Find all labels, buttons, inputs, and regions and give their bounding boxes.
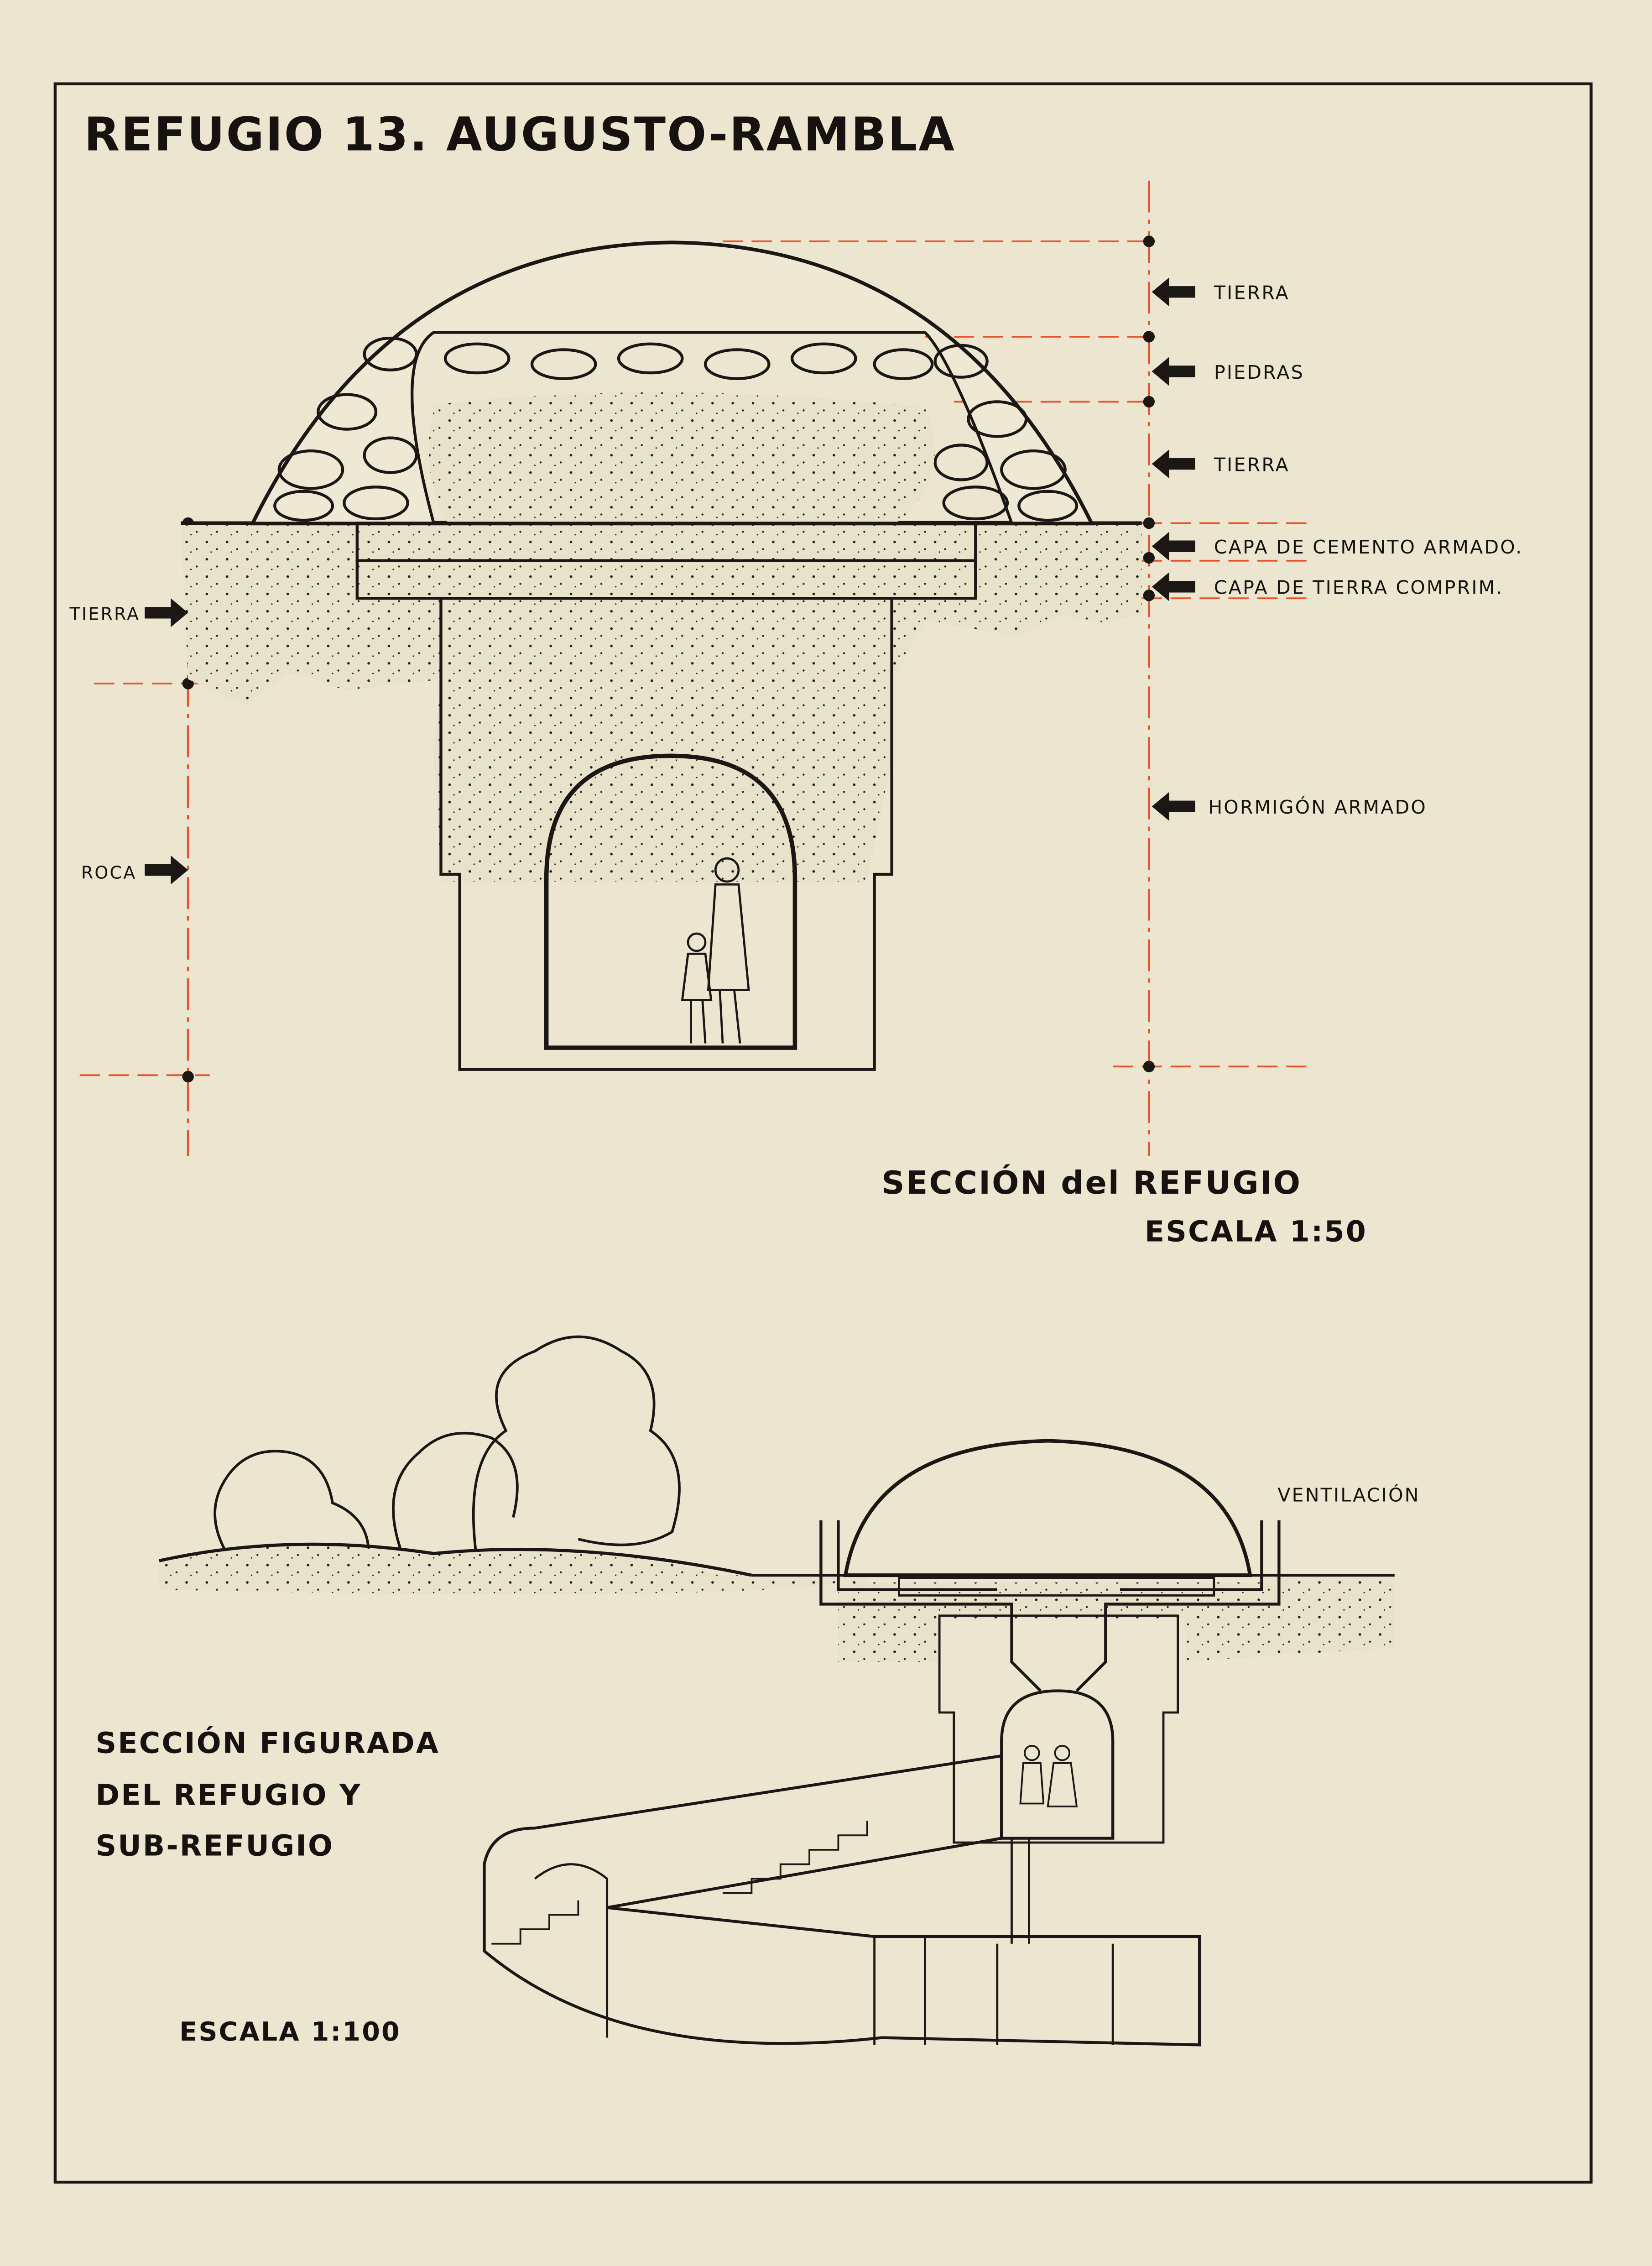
drawing-title: REFUGIO 13. AUGUSTO-RAMBLA — [84, 107, 956, 161]
figurative-caption-line-2: DEL REFUGIO Y — [96, 1778, 362, 1812]
human-figures-icon — [681, 857, 750, 1044]
stone-layer — [250, 241, 1094, 525]
ventilation-label: VENTILACIÓN — [1277, 1484, 1420, 1506]
small-dome — [843, 1439, 1252, 1577]
label-piedras: PIEDRAS — [1214, 361, 1304, 383]
arrow-right-icons — [145, 598, 188, 885]
tunnel-details — [534, 1838, 1114, 2045]
earth-layer — [181, 523, 1142, 882]
drawing-border — [53, 82, 1593, 2184]
label-compressed-earth: CAPA DE TIERRA COMPRIM. — [1214, 577, 1504, 599]
arrow-left-icons — [1152, 277, 1195, 821]
label-tierra-left: TIERRA — [69, 604, 141, 624]
right-labels: TIERRA PIEDRAS TIERRA CAPA DE CEMENTO AR… — [1152, 277, 1523, 821]
trees — [214, 1335, 681, 1562]
label-tierra-inner: TIERRA — [1214, 454, 1290, 475]
section-caption: SECCIÓN del REFUGIO — [881, 1164, 1302, 1201]
sub-refuge-tunnel — [483, 1754, 1201, 2047]
figurative-caption-line-3: SUB-REFUGIO — [96, 1829, 334, 1863]
small-figures-icon — [1019, 1744, 1078, 1807]
section-drawing: TIERRA PIEDRAS TIERRA CAPA DE CEMENTO AR… — [69, 180, 1523, 1248]
ventilation-ducts — [819, 1520, 1281, 1692]
small-concrete-body — [938, 1614, 1179, 1844]
terrain-line — [159, 1542, 752, 1577]
stairs — [491, 1821, 868, 1945]
label-cement-layer: CAPA DE CEMENTO ARMADO. — [1214, 536, 1523, 558]
figurative-drawing: VENTILACIÓN SECCIÓN FIGURADA DEL REFUGIO… — [96, 1335, 1420, 2047]
small-tunnel — [1000, 1689, 1115, 1840]
stones — [273, 336, 1079, 522]
figurative-scale: ESCALA 1:100 — [179, 2017, 401, 2047]
label-tierra-top: TIERRA — [1214, 282, 1290, 304]
figurative-caption-line-1: SECCIÓN FIGURADA — [96, 1726, 440, 1760]
shelter-tunnel-opening — [544, 753, 797, 1050]
small-slab — [898, 1577, 1215, 1597]
terrain — [159, 1544, 1395, 1662]
section-scale: ESCALA 1:50 — [1145, 1215, 1367, 1248]
left-labels: TIERRA ROCA — [69, 598, 188, 885]
label-roca: ROCA — [81, 863, 137, 883]
label-reinforced-concrete: HORMIGÓN ARMADO — [1208, 796, 1427, 818]
reinforced-concrete-body — [439, 597, 893, 1071]
inner-earth-fill — [429, 392, 935, 523]
